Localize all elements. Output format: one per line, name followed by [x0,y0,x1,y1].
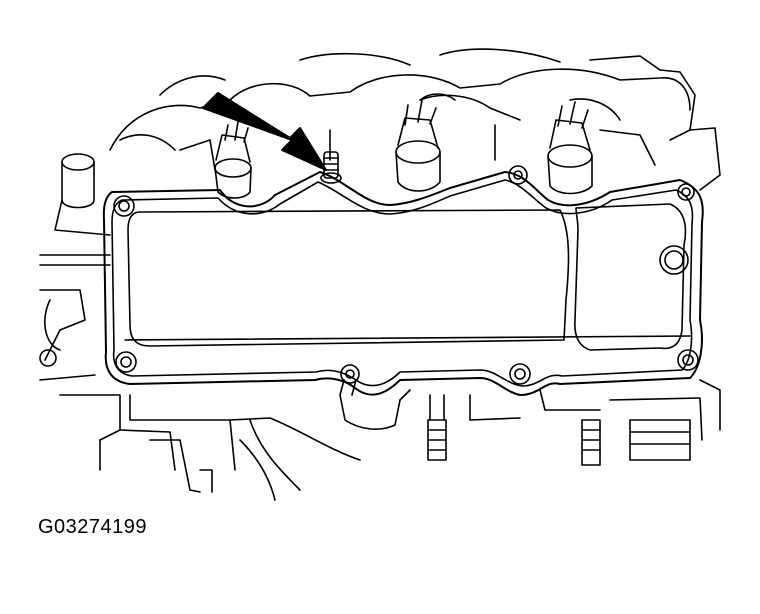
bolt-front-right [678,184,694,200]
figure-code: G03274199 [38,516,148,538]
coil-3 [548,102,592,194]
stud-bolt [321,152,341,183]
bolt-rear-right [678,350,698,370]
engine-top-background [110,49,720,190]
cover-bolts [114,166,698,395]
bolt-rear-left [116,352,136,372]
ignition-coils [215,94,592,198]
bolt-bottom-center [510,364,530,384]
pointer-arrow [203,93,326,170]
bolt-top-center [509,166,527,184]
coil-2 [396,94,455,191]
valve-cover [104,172,703,395]
engine-left-background [40,154,175,470]
coil-1 [215,122,251,198]
engine-bottom-background [130,380,720,500]
stud-bolt-bottom-left [340,365,359,395]
bolt-front-left [114,196,134,216]
